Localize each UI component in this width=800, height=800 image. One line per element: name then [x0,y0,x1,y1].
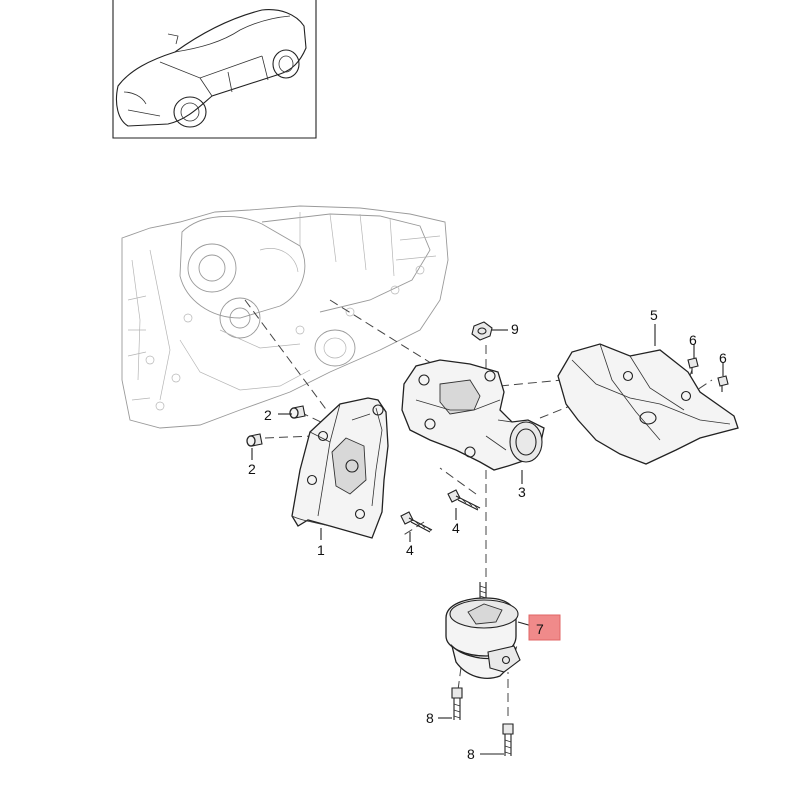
heat-shield [557,343,739,465]
thumbnail-frame [112,0,317,139]
callout-3: 3 [518,484,526,500]
engine-support-housing [401,359,545,471]
callout-2-upper: 2 [264,407,272,423]
hex-nut [471,321,493,341]
callout-4-upper: 4 [452,520,460,536]
callout-2-lower: 2 [248,461,256,477]
callout-9: 9 [511,321,519,337]
callout-leader-lines [251,324,724,755]
mount-bolt-left [451,687,463,720]
dowel-sleeve-lower [246,433,263,447]
callout-1: 1 [317,542,325,558]
engine-block-outline [121,205,449,429]
callout-4-lower: 4 [406,542,414,558]
engine-carrier-bracket [291,397,389,539]
car-silhouette-icon [115,9,307,128]
vehicle-thumbnail [112,0,317,139]
screw-lower [717,375,729,392]
bolt-upper [447,489,481,511]
dowel-sleeve-upper [289,405,306,419]
callout-8-left: 8 [426,710,434,726]
screw-upper [687,357,699,374]
engine-mount [445,582,521,679]
callout-7: 7 [536,621,544,637]
callout-6-lower: 6 [719,350,727,366]
mount-bolt-right [502,723,514,756]
callout-6-upper: 6 [689,332,697,348]
callout-5: 5 [650,307,658,323]
callout-8-right: 8 [467,746,475,762]
callout-7-highlight [528,614,561,641]
bolt-lower [400,511,433,533]
